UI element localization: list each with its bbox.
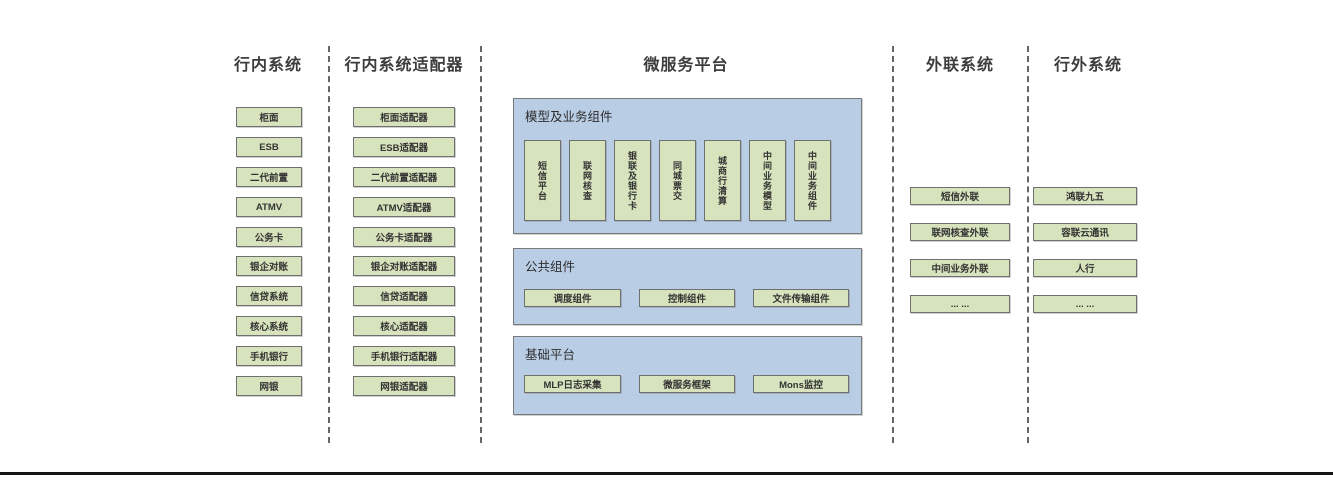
model-component-box: 同城票交 [659, 140, 696, 221]
column-divider [328, 46, 330, 443]
lane-title-external: 行外系统 [1053, 57, 1122, 74]
internal-system-box: ATMV [236, 197, 302, 217]
model-component-box: 银联及银行卡 [614, 140, 651, 221]
adapter-box: 二代前置适配器 [353, 167, 455, 187]
panel-title: 公共组件 [525, 260, 576, 274]
model-component-box: 中间业务模型 [749, 140, 786, 221]
internal-system-box: 银企对账 [236, 256, 302, 276]
bottom-border-line [0, 472, 1333, 475]
model-component-box: 联网核查 [569, 140, 606, 221]
adapter-box: 核心适配器 [353, 316, 455, 336]
column-divider [892, 46, 894, 443]
adapter-box: 网银适配器 [353, 376, 455, 396]
internal-system-box: 二代前置 [236, 167, 302, 187]
internal-system-box: 公务卡 [236, 227, 302, 247]
base-component-box: Mons监控 [753, 375, 849, 393]
adapter-box: 公务卡适配器 [353, 227, 455, 247]
panel-title: 基础平台 [525, 348, 576, 362]
adapter-box: 信贷适配器 [353, 286, 455, 306]
panel-base-platform: 基础平台 MLP日志采集 微服务框架 Mons监控 [513, 336, 862, 415]
lane-title-internal: 行内系统 [233, 57, 302, 74]
adapter-box: 手机银行适配器 [353, 346, 455, 366]
outreach-system-box: ... ... [910, 295, 1010, 313]
internal-system-box: 核心系统 [236, 316, 302, 336]
adapter-box: ATMV适配器 [353, 197, 455, 217]
external-system-box: 鸿联九五 [1033, 187, 1137, 205]
common-component-box: 调度组件 [524, 289, 621, 307]
lane-title-platform: 微服务平台 [643, 57, 729, 74]
common-component-box: 控制组件 [639, 289, 735, 307]
internal-system-box: 网银 [236, 376, 302, 396]
outreach-system-box: 联网核查外联 [910, 223, 1010, 241]
panel-model-components: 模型及业务组件 短信平台 联网核查 银联及银行卡 同城票交 城商行清算 中间业务… [513, 98, 862, 234]
external-system-box: ... ... [1033, 295, 1137, 313]
model-component-box: 中间业务组件 [794, 140, 831, 221]
adapter-box: 银企对账适配器 [353, 256, 455, 276]
internal-system-box: 手机银行 [236, 346, 302, 366]
adapter-box: ESB适配器 [353, 137, 455, 157]
base-component-box: 微服务框架 [639, 375, 735, 393]
outreach-system-box: 中间业务外联 [910, 259, 1010, 277]
model-component-box: 短信平台 [524, 140, 561, 221]
common-component-box: 文件传输组件 [753, 289, 849, 307]
external-system-box: 容联云通讯 [1033, 223, 1137, 241]
internal-system-box: ESB [236, 137, 302, 157]
adapter-box: 柜面适配器 [353, 107, 455, 127]
lane-title-adapters: 行内系统适配器 [344, 57, 464, 74]
panel-common-components: 公共组件 调度组件 控制组件 文件传输组件 [513, 248, 862, 325]
column-divider [1027, 46, 1029, 443]
model-component-box: 城商行清算 [704, 140, 741, 221]
internal-system-box: 柜面 [236, 107, 302, 127]
outreach-system-box: 短信外联 [910, 187, 1010, 205]
column-divider [480, 46, 482, 443]
lane-title-outreach: 外联系统 [925, 57, 994, 74]
panel-title: 模型及业务组件 [525, 110, 613, 124]
external-system-box: 人行 [1033, 259, 1137, 277]
base-component-box: MLP日志采集 [524, 375, 621, 393]
internal-system-box: 信贷系统 [236, 286, 302, 306]
